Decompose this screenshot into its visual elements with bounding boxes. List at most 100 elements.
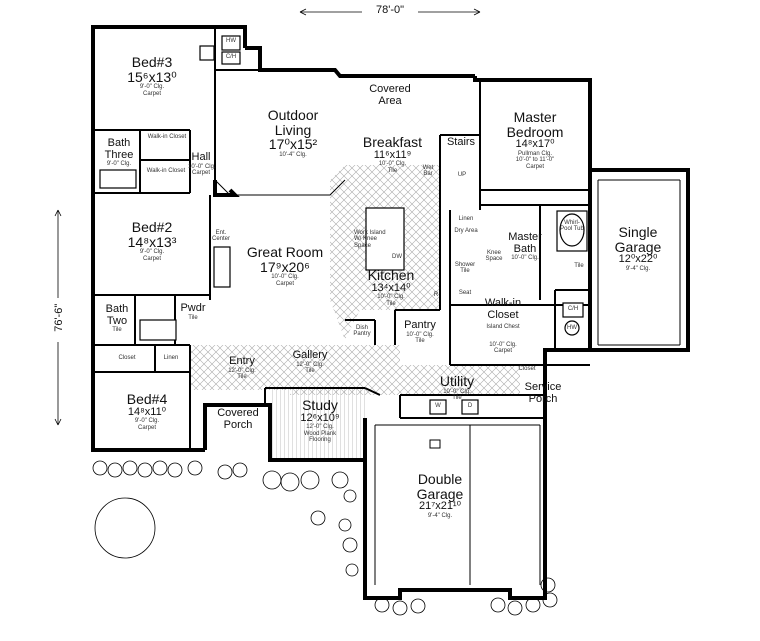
room-name: Kitchen [367,267,415,283]
room-gallery: Gallery 12'-0" Clg. Tile [285,349,335,374]
room-bed2: Bed#2 14⁸x13³ 9'-0" Clg. Carpet [112,220,192,262]
room-ceiling: 10'-0" Clg. [188,163,216,170]
label-work-island: Work Island W/ Knee Space [354,230,386,249]
room-ceiling: 10'-0" Clg. [511,255,539,262]
room-floor: Tile [452,394,462,401]
label-linen-b: Linen [163,355,179,361]
room-name: Master Bedroom [506,109,564,140]
room-size: 11⁶x11⁹ [373,148,412,161]
room-ceiling: 10'-0" Clg. [443,388,471,395]
room-name: Bed#4 [126,391,168,407]
room-ceiling: 12'-0" Clg. [306,424,334,431]
room-bed4: Bed#4 14⁸x11⁰ 9'-0" Clg. Carpet [112,392,182,431]
room-floor: Wood Plank Flooring [303,430,337,443]
room-floor: Tile [386,300,396,307]
label-r: R [433,292,439,298]
room-ceiling: 9'-0" Clg. [139,249,165,256]
room-ceiling: 10'-4" Clg. [279,152,307,159]
room-ceiling: Pullman Clg. [517,150,552,157]
label-closet-b2: Closet [118,355,136,361]
shrubs [92,460,558,616]
overall-depth-dim: 76'-6" [53,303,66,332]
label-dry-area: Dry Area [454,228,478,234]
room-kitchen: Kitchen 13⁴x14⁰ 10'-0" Clg. Tile [356,268,426,307]
room-name: Study [302,397,338,413]
room-name: Entry [229,355,255,367]
tile-floor-areas [190,165,520,458]
room-master-bath: Master Bath 10'-0" Clg. [498,231,552,262]
room-floor: Tile [188,314,198,321]
room-hall: Hall 10'-0" Clg. Carpet [188,151,216,176]
room-ceiling2: 10'-0" to 11'-0" [515,157,555,164]
room-bath-two: Bath Two Tile [100,303,134,334]
label-wet-bar: Wet Bar [422,165,434,178]
label-up: UP [457,172,467,178]
room-floor: Carpet [525,163,544,170]
room-bath-three: Bath Three 9'-0" Clg. [100,137,138,168]
room-name: Bath Two [105,303,129,327]
room-floor: Carpet [142,90,161,97]
room-ceiling: 10'-0" Clg. [271,274,299,281]
room-floor: Carpet [191,169,210,176]
dimension-lines [54,8,481,426]
room-name: Single Garage [614,224,662,255]
room-name: Breakfast [362,134,423,150]
room-single-garage: Single Garage 12⁰x22⁰ 9'-4" Clg. [598,225,678,272]
room-size: 15⁶x13⁰ [127,68,177,85]
label-stairs: Stairs [446,136,476,148]
room-size: 14⁸x13³ [127,233,177,250]
room-ceiling: 9'-0" Clg. [134,418,160,425]
room-name: Gallery [292,349,328,361]
room-size: 17⁹x20⁶ [260,258,310,275]
room-name: Double Garage [416,471,464,502]
room-ceiling: 10'-0" Clg. [489,342,517,348]
label-closet-u: Closet [518,366,536,372]
overall-width-dim: 78'-0" [375,4,405,16]
room-breakfast: Breakfast 11⁶x11⁹ 10'-0" Clg. Tile [350,135,435,174]
room-size: 21⁷x21¹⁰ [418,500,462,513]
room-double-garage: Double Garage 21⁷x21¹⁰ 9'-4" Clg. [400,472,480,519]
label-seat: Seat [458,290,472,296]
label-island-chest: Island Chest [486,324,520,330]
label-ch-master: C/H [567,306,579,312]
room-bed3: Bed#3 15⁶x13⁰ 9'-0" Clg. Carpet [112,55,192,97]
room-floor: Tile [112,327,122,334]
room-walkin-closet: Walk-in Closet [475,297,531,321]
room-name: Bath Three [104,137,134,161]
label-dryer: D [467,403,473,409]
room-size: 12⁰x22⁰ [618,253,658,266]
room-outdoor-living: Outdoor Living 17⁰x15² 10'-4" Clg. [248,108,338,159]
room-floor: Tile [305,367,315,374]
room-ceiling: 12'-0" Clg. [228,367,256,374]
room-covered-porch: Covered Porch [217,407,259,431]
room-study: Study 12⁶x10⁹ 12'-0" Clg. Wood Plank Flo… [285,398,355,443]
room-floor: Carpet [275,280,294,287]
room-name: Pwdr [180,302,206,314]
label-ent-center: Ent. Center [211,230,230,243]
covered-area-lines [214,169,689,585]
label-dish-pantry: Dish Pantry [353,325,371,338]
room-floor: Carpet [137,424,156,431]
room-name: Master Bath [508,231,542,255]
room-covered-area: Covered Area [369,83,411,107]
room-floor: Tile [415,337,425,344]
room-size: 14⁸x17⁰ [515,138,555,151]
room-ceiling: 9'-4" Clg. [427,512,453,519]
walkin-closet-info: 10'-0" Clg. Carpet [478,342,528,355]
label-dw: DW [392,254,402,260]
label-whirlpool: Whirl-Pool Tub [560,220,584,233]
room-pantry: Pantry 10'-0" Clg. Tile [398,319,442,344]
fixtures [99,35,588,415]
room-ceiling: 9'-0" Clg. [106,161,132,168]
hw-label-top: HW [226,38,236,44]
room-wic-bed3: Walk-in Closet [147,134,187,140]
room-name: Hall [191,151,211,163]
room-size: 12⁶x10⁹ [300,411,340,424]
room-name: Bed#3 [131,54,173,70]
room-name: Great Room [246,244,324,260]
room-service-porch: Service Porch [524,381,562,405]
room-pwdr: Pwdr Tile [178,302,208,321]
label-shower: Shower Tile [454,262,476,275]
room-floor: Carpet [493,348,512,355]
